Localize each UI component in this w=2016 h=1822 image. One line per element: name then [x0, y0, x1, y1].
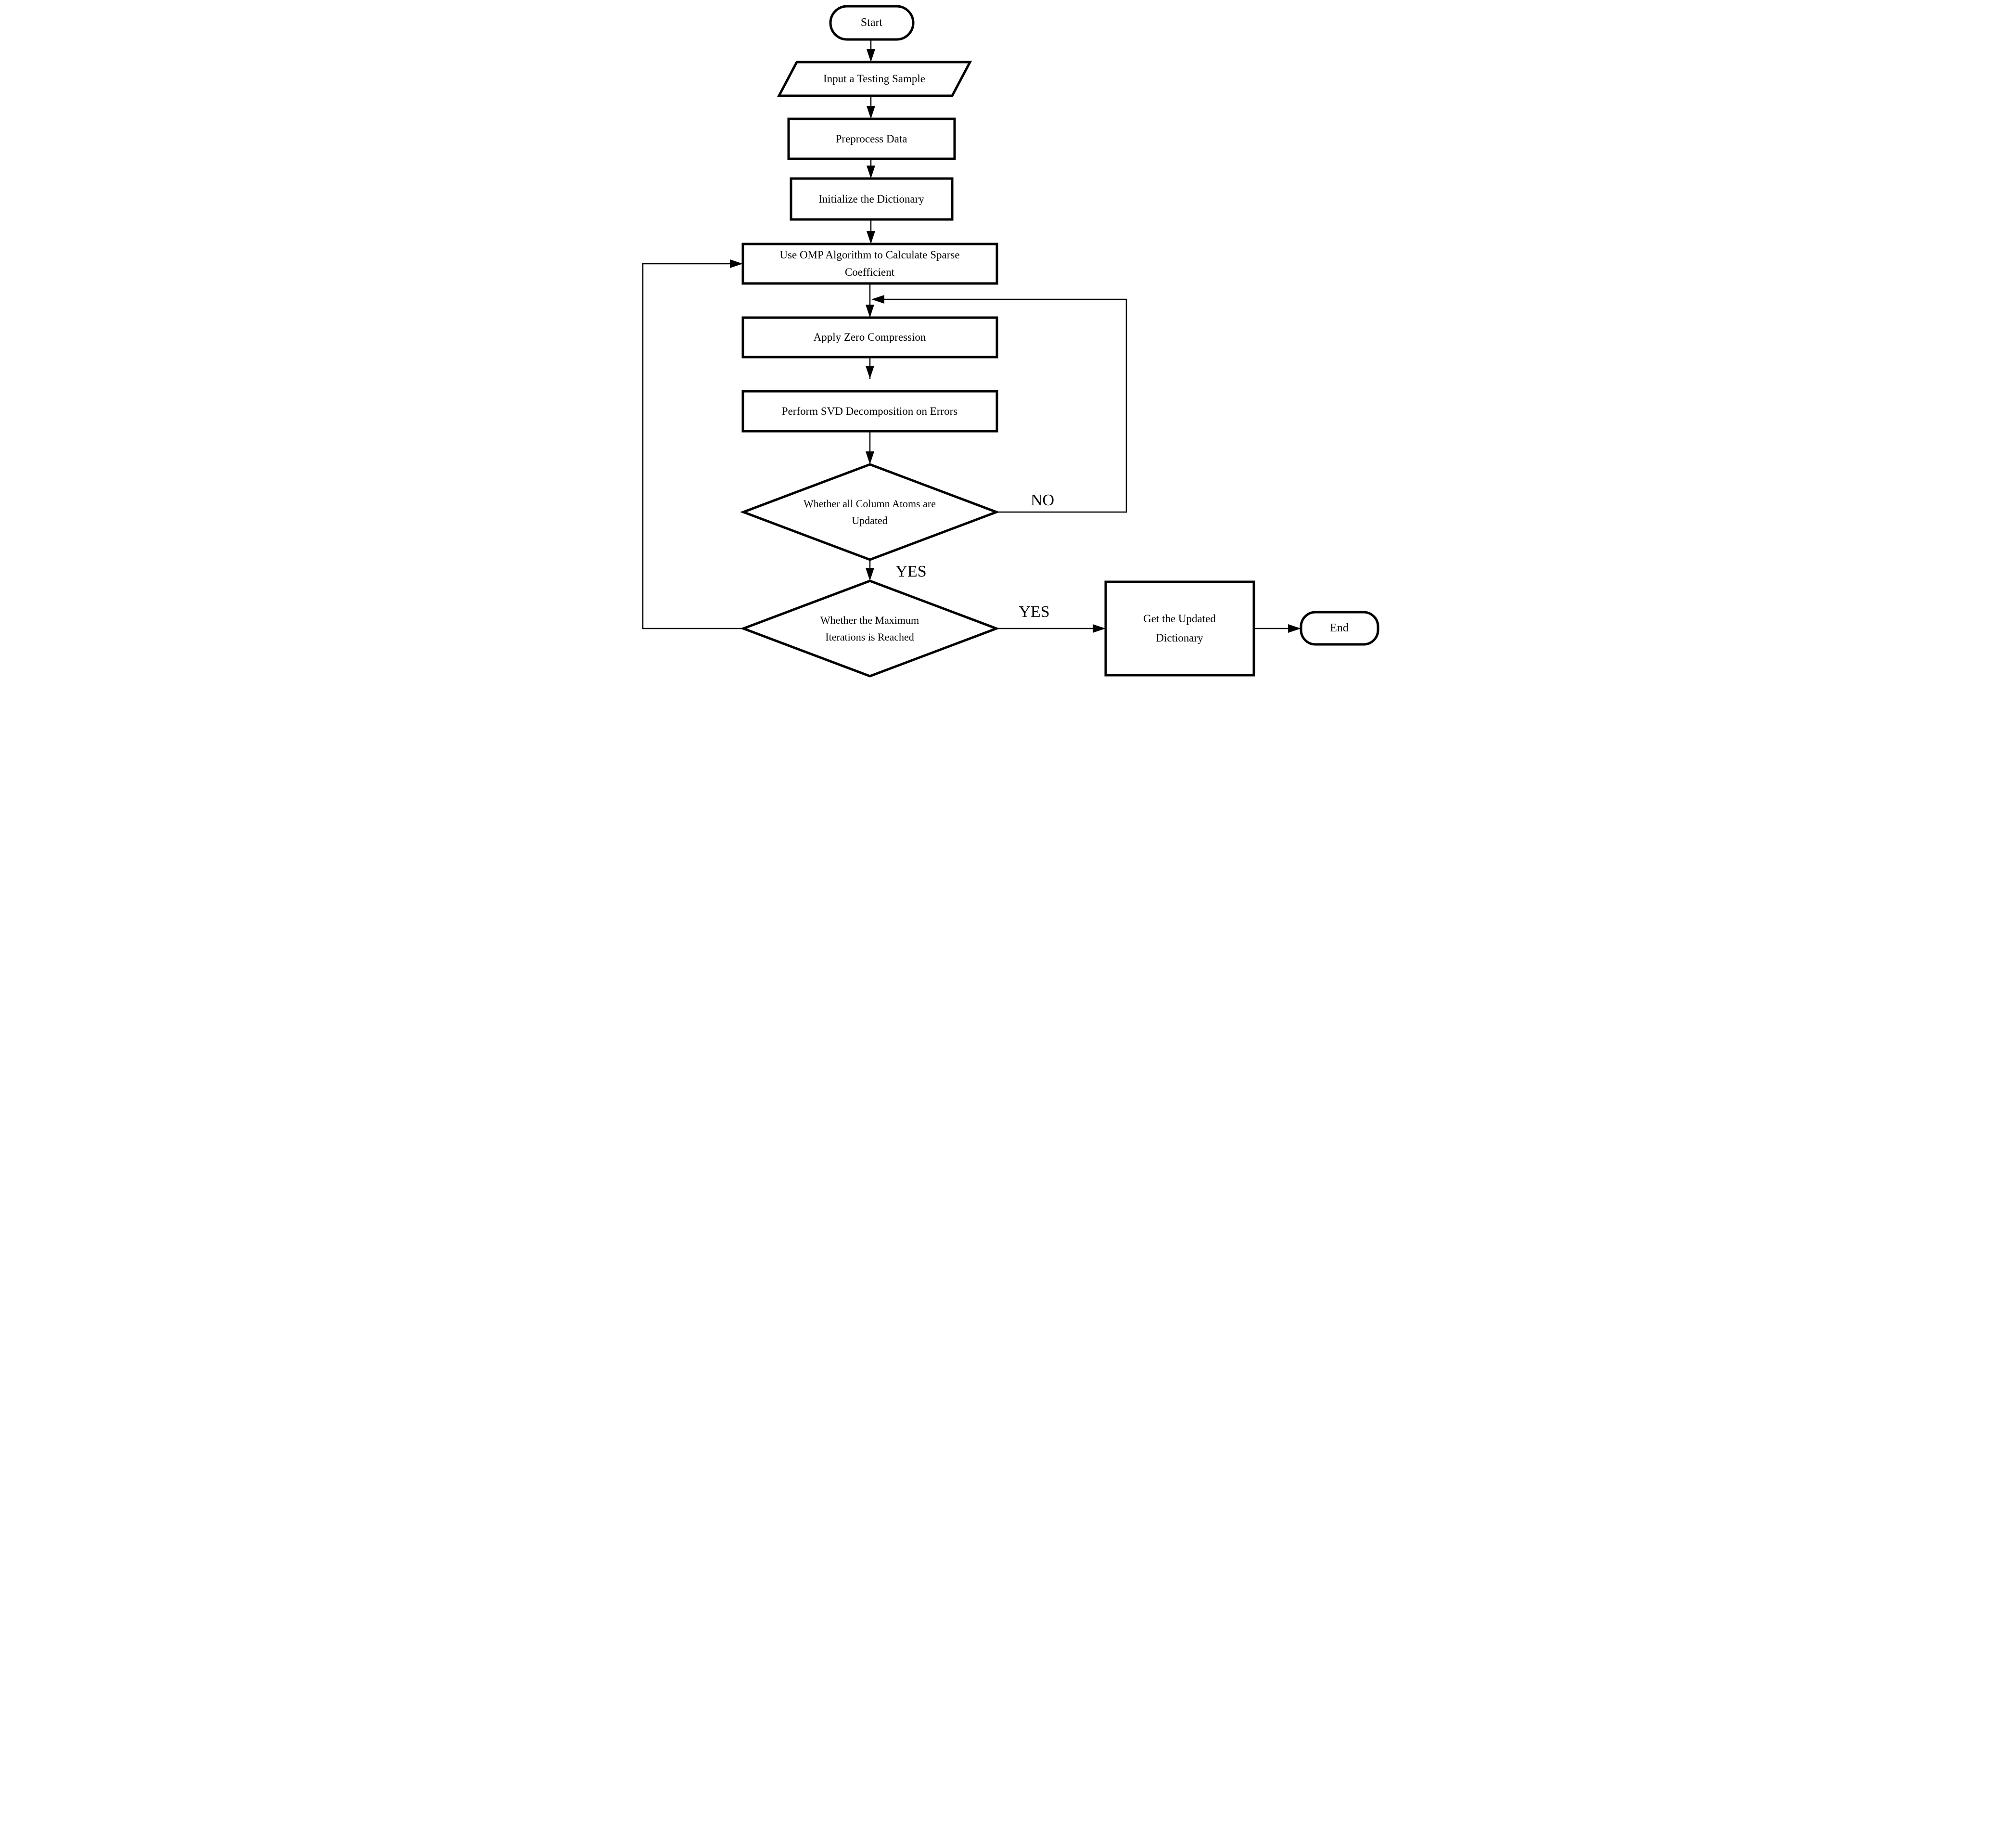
node-atomsupdated-shape: [740, 463, 1000, 561]
node-input-shape: [777, 61, 972, 97]
arrowhead-into-updateddictionary: [1092, 624, 1106, 633]
flowchart-canvas: Start Input a Testing Sample Preprocess …: [632, 0, 1384, 680]
edge-maxiterations-omp-loop: [642, 263, 743, 629]
arrowhead-into-maxiterations: [865, 568, 874, 581]
arrowhead-into-input: [866, 49, 875, 62]
arrowhead-into-preprocess: [866, 106, 875, 119]
arrowhead-no-loop-junction: [871, 295, 884, 304]
node-end-shape: [1300, 611, 1379, 646]
node-preprocess-shape: [787, 117, 956, 160]
arrowhead-into-end: [1288, 624, 1301, 633]
arrowhead-into-atomsupdated: [865, 451, 874, 464]
node-svd-shape: [741, 390, 998, 433]
node-maxiterations-shape: [740, 579, 1000, 678]
arrowhead-into-zerocompression: [865, 305, 874, 318]
node-initialize-shape: [790, 177, 953, 221]
node-zerocompression-shape: [741, 316, 998, 359]
node-start-shape: [829, 5, 914, 41]
node-updateddictionary-shape: [1104, 580, 1255, 677]
node-omp-shape: [741, 243, 998, 285]
arrowhead-into-initialize: [866, 166, 875, 179]
edge-atomsupdated-no-loop: [883, 298, 1127, 513]
arrowhead-into-omp-left: [729, 259, 743, 268]
arrowhead-into-svd: [865, 366, 874, 379]
arrowhead-into-omp-top: [866, 231, 875, 244]
flowchart-shapes: [642, 5, 1379, 678]
